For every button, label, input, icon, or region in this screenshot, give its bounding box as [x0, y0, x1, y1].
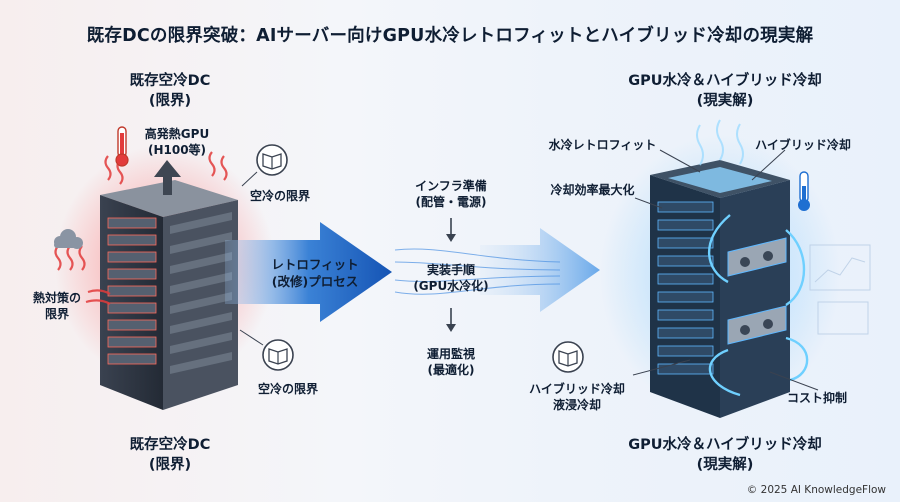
retrofit-arrow-label: レトロフィット (改修)プロセス	[271, 257, 359, 289]
book-icon-top	[241, 144, 288, 187]
coolant-pipes	[707, 214, 809, 397]
step-infra: インフラ準備 (配管・電源)	[415, 179, 487, 210]
heat-up-arrow	[154, 160, 181, 195]
book-icon-bottom	[239, 329, 294, 371]
vapor	[696, 119, 744, 166]
gpu-card-lower	[727, 305, 787, 345]
thermometer-icon	[115, 126, 129, 167]
gpu-card-upper	[727, 237, 787, 277]
air-cooled-rack	[100, 180, 238, 410]
callout-immersion: ハイブリッド冷却 液浸冷却	[529, 382, 625, 413]
thermometer-cool-icon	[798, 171, 810, 211]
thermal-limit-label: 熱対策の 限界	[32, 291, 81, 322]
left-bottom-label: 既存空冷DC (限界)	[129, 437, 211, 473]
step-implement: 実装手順 (GPU水冷化)	[413, 263, 489, 294]
step-arrows	[446, 218, 456, 332]
chart-decor	[809, 244, 871, 335]
callout-cost: コスト抑制	[786, 391, 847, 405]
callout-efficiency: 冷却効率最大化	[550, 183, 635, 197]
page-title: 既存DCの限界突破：AIサーバー向けGPU水冷レトロフィットとハイブリッド冷却の…	[86, 26, 814, 46]
left-top-label: 既存空冷DC (限界)	[129, 73, 211, 109]
step-monitor: 運用監視 (最適化)	[426, 347, 475, 378]
retrofit-arrow	[225, 222, 392, 322]
cloud-icon	[54, 229, 83, 249]
flow-streaks	[394, 248, 561, 295]
liquid-cooled-rack	[650, 119, 809, 418]
callout-lines	[632, 149, 819, 391]
aircool-limit-top: 空冷の限界	[249, 189, 310, 203]
heat-waves	[54, 151, 228, 305]
right-top-label: GPU水冷＆ハイブリッド冷却 (現実解)	[628, 73, 822, 109]
callout-hybrid: ハイブリッド冷却	[755, 138, 851, 152]
callout-water-retrofit: 水冷レトロフィット	[548, 138, 657, 152]
aircool-limit-bottom: 空冷の限界	[257, 382, 318, 396]
heat-gpu-label: 高発熱GPU (H100等)	[144, 127, 210, 158]
book-icon-right	[552, 341, 584, 373]
copyright-credit: © 2025 AI KnowledgeFlow	[746, 484, 886, 496]
right-bottom-label: GPU水冷＆ハイブリッド冷却 (現実解)	[628, 437, 822, 473]
